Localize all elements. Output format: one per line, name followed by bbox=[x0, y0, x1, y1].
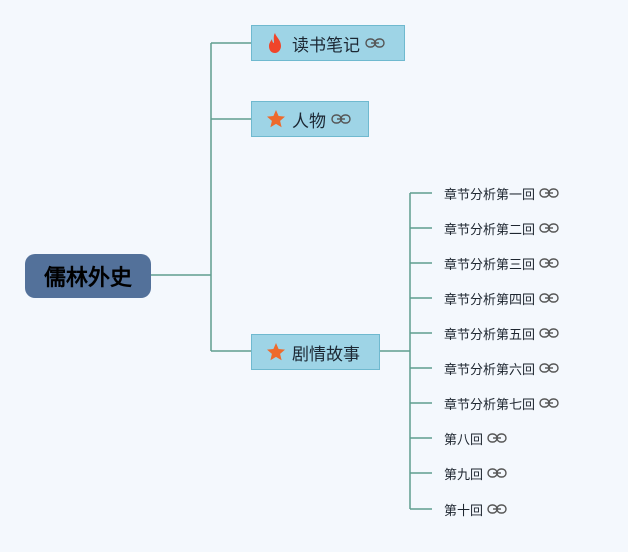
link-icon[interactable] bbox=[539, 257, 559, 269]
leaf-node[interactable]: 章节分析第三回 bbox=[444, 251, 559, 275]
link-icon[interactable] bbox=[539, 397, 559, 409]
link-icon[interactable] bbox=[331, 113, 351, 125]
branch-label: 人物 bbox=[292, 111, 326, 132]
link-icon[interactable] bbox=[487, 503, 507, 515]
leaf-label: 章节分析第一回 bbox=[444, 187, 536, 203]
star-icon bbox=[266, 341, 286, 363]
leaf-label: 章节分析第七回 bbox=[444, 397, 536, 413]
leaf-label: 章节分析第六回 bbox=[444, 362, 536, 378]
link-icon[interactable] bbox=[539, 187, 559, 199]
fire-icon bbox=[266, 32, 286, 54]
link-icon[interactable] bbox=[539, 362, 559, 374]
link-icon[interactable] bbox=[539, 327, 559, 339]
leaf-label: 第十回 bbox=[444, 503, 484, 519]
leaf-node[interactable]: 章节分析第六回 bbox=[444, 356, 559, 380]
leaf-node[interactable]: 章节分析第五回 bbox=[444, 321, 559, 345]
leaf-node[interactable]: 第十回 bbox=[444, 497, 507, 521]
leaf-label: 第八回 bbox=[444, 432, 484, 448]
leaf-node[interactable]: 章节分析第四回 bbox=[444, 286, 559, 310]
leaf-label: 章节分析第三回 bbox=[444, 257, 536, 273]
leaf-label: 章节分析第五回 bbox=[444, 327, 536, 343]
root-node[interactable]: 儒林外史 bbox=[25, 254, 151, 298]
link-icon[interactable] bbox=[487, 467, 507, 479]
link-icon[interactable] bbox=[487, 432, 507, 444]
star-icon bbox=[266, 108, 286, 130]
branch-label: 剧情故事 bbox=[292, 344, 360, 365]
branch-node-plot-stories[interactable]: 剧情故事 bbox=[251, 334, 380, 370]
root-label: 儒林外史 bbox=[43, 266, 132, 291]
leaf-label: 章节分析第二回 bbox=[444, 222, 536, 238]
branch-label: 读书笔记 bbox=[292, 35, 360, 56]
link-icon[interactable] bbox=[539, 292, 559, 304]
leaf-node[interactable]: 章节分析第二回 bbox=[444, 216, 559, 240]
leaf-node[interactable]: 第九回 bbox=[444, 461, 507, 485]
branch-node-characters[interactable]: 人物 bbox=[251, 101, 369, 137]
branch-node-reading-notes[interactable]: 读书笔记 bbox=[251, 25, 405, 61]
leaf-node[interactable]: 章节分析第七回 bbox=[444, 391, 559, 415]
link-icon[interactable] bbox=[365, 37, 385, 49]
leaf-label: 第九回 bbox=[444, 467, 484, 483]
link-icon[interactable] bbox=[539, 222, 559, 234]
leaf-label: 章节分析第四回 bbox=[444, 292, 536, 308]
leaf-node[interactable]: 章节分析第一回 bbox=[444, 181, 559, 205]
leaf-node[interactable]: 第八回 bbox=[444, 426, 507, 450]
